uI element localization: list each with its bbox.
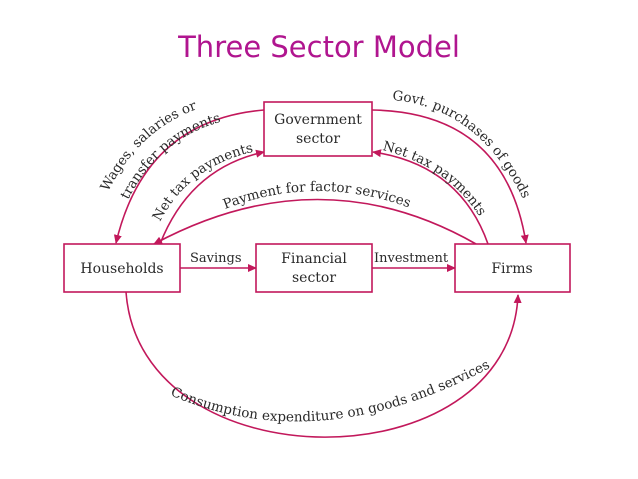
net-tax-households-arrow [159, 149, 265, 245]
govt-purchases-arrow [371, 109, 529, 244]
government-sector-box: Government sector [263, 101, 373, 157]
government-label-line2: sector [296, 131, 340, 147]
factor-payment-arrow [153, 198, 477, 245]
financial-label-line2: sector [292, 270, 336, 286]
households-box: Households [63, 243, 181, 293]
savings-label: Savings [190, 251, 242, 266]
consumption-arrow [125, 291, 522, 438]
financial-sector-box: Financial sector [255, 243, 373, 293]
diagram-title: Three Sector Model [178, 30, 460, 64]
net-tax-firms-arrow [372, 149, 489, 245]
firms-label: Firms [491, 261, 532, 277]
financial-label-line1: Financial [281, 251, 347, 267]
wages-transfer-arrow [113, 109, 265, 244]
consumption-label: Consumption expenditure on goods and ser… [168, 357, 492, 426]
investment-label: Investment [374, 251, 449, 266]
firms-box: Firms [454, 243, 571, 293]
government-label-line1: Government [274, 112, 362, 128]
households-label: Households [80, 261, 163, 277]
